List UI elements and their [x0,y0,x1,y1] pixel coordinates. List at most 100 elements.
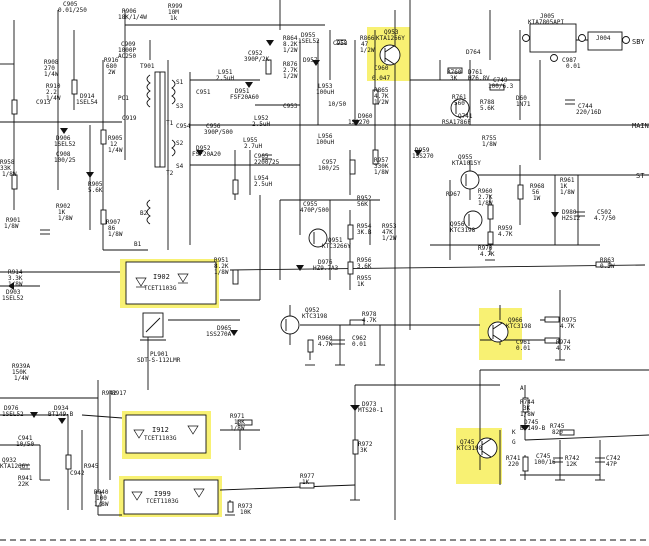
lbl-c953: C953 [283,103,298,110]
lbl-b1: B1 [134,241,142,248]
lbl-c956: C956 [206,123,221,130]
lbl-l956-val: 100uH [316,139,334,146]
lbl-c919: C919 [122,115,137,122]
lbl-r760-val: 3K [450,75,458,82]
lbl-r744-val2: 1/8W [520,411,535,418]
lbl-r906-val: 18K/1/4W [118,14,147,21]
lbl-i912: I912 [152,426,169,434]
lbl-r999: R999 [168,3,183,10]
lbl-q952: Q952 [305,307,320,314]
lbl-r941: R941 [18,475,33,482]
lbl-r978: R978 [362,311,377,318]
lbl-c909-val2: AC250 [118,53,136,60]
lbl-r968: R968 [530,183,545,190]
lbl-r902-val2: 1/8W [58,215,73,222]
lbl-i999: I999 [154,490,171,498]
lbl-c913: C913 [36,99,51,106]
lbl-r941-val: 22K [18,481,29,488]
lbl-sby: SBY [632,38,645,46]
lbl-l951: L951 [218,69,233,76]
lbl-c952-val: 390P/2K [244,56,270,63]
lbl-r866-val2: 1/2W [360,47,375,54]
lbl-r910-val: 2.2 [46,89,57,96]
lbl-st: ST [636,172,645,180]
lbl-d965-val: 1SS270A [206,331,232,338]
lbl-r864-val: 8.2K [283,41,298,48]
lbl-r968-val2: 1W [533,195,541,202]
lbl-r902: R902 [56,203,71,210]
lbl-r977: R977 [300,473,315,480]
lbl-r755-val: 1/8W [482,141,497,148]
lbl-r760: R760 [447,69,462,76]
lbl-r967: R967 [446,191,461,198]
lbl-r951-val: 8.2K [214,263,229,270]
lbl-r865-val2: 1/2W [374,99,389,106]
lbl-c744-val: 220/16D [576,109,602,116]
lbl-s2: S2 [176,140,184,147]
lbl-r977-val: 1K [302,479,310,486]
lbl-r907: R907 [106,219,121,226]
lbl-r954-val: 3K.B [357,229,372,236]
lbl-d906: D906 [56,135,71,142]
lbl-c951: C951 [196,89,211,96]
lbl-r971-val: 10K [234,419,245,426]
lbl-r971: R971 [230,413,245,420]
lbl-r906: R906 [122,8,137,15]
lbl-q745: Q745 [460,439,475,446]
opto-i999 [123,479,219,515]
lbl-r975-val: 4.7K [560,323,575,330]
lbl-r907-val: 86 [108,225,116,232]
lbl-d745: D745 [524,419,539,426]
lbl-d955: D955 [301,32,316,39]
lbl-c962: C962 [352,335,367,342]
lbl-r972: R972 [358,441,373,448]
lbl-d976b-val: 1SEL52 [2,411,24,418]
highlight-q745 [456,428,502,484]
lbl-r958-val2: 1/8W [2,171,17,178]
lbl-r959-val: 4.7K [498,231,513,238]
lbl-c960-val: 0.047 [372,75,390,82]
lbl-r865: R865 [374,87,389,94]
lbl-c909-val: 1000P [118,47,136,54]
lbl-d934-val: BT149-B [48,411,74,418]
lbl-r960: R960 [478,188,493,195]
lbl-r973-val: 10K [240,509,251,516]
lbl-r970-val: 4.7K [480,251,495,258]
lbl-r745: R745 [550,423,565,430]
lbl-c908: C908 [56,151,71,158]
lbl-r951-val2: 1/8W [214,269,229,276]
lbl-r939a-val: 150K [12,369,27,376]
lbl-r956: R956 [357,257,372,264]
lbl-r865-val: 4.7K [374,93,389,100]
lbl-d761: D761 [468,69,483,76]
lbl-r908-val2: 1/4W [44,71,59,78]
lbl-r953-val: 47K [382,229,393,236]
lbl-q932-val: KTA1266Y [0,463,29,470]
lbl-j004: J004 [596,35,611,42]
relay-pl901 [140,312,166,341]
lbl-r745-val: 820 [552,429,563,436]
lbl-r742-val: 12K [566,461,577,468]
lbl-a: A [520,385,524,392]
lbl-g: G [512,439,516,446]
lbl-r939a-val2: 1/4W [14,375,29,382]
lbl-r905-val2: 1/4W [108,147,123,154]
lbl-j005-val: KIA7805API [528,19,565,26]
lbl-r951: R951 [214,257,229,264]
lbl-r970: R970 [478,245,493,252]
lbl-c987-val: 0.01 [566,63,581,70]
lbl-c742-val: 47P [606,461,617,468]
lbl-r901-val: 1/8W [4,223,19,230]
lbl-i902: I902 [153,273,170,281]
lbl-d951: D951 [235,88,250,95]
lbl-r960b-val: 4.7K [318,341,333,348]
lbl-r968-val: 56 [532,189,540,196]
lbl-r978-val: 4.7K [362,317,377,324]
lbl-c749: C749 [493,77,508,84]
lbl-c961-val: 0.01 [516,345,531,352]
lbl-i902-val: TCET1103G [144,285,177,292]
lbl-c502: C502 [597,209,612,216]
lbl-l954: L954 [254,175,269,182]
lbl-r863: R863 [600,257,615,264]
